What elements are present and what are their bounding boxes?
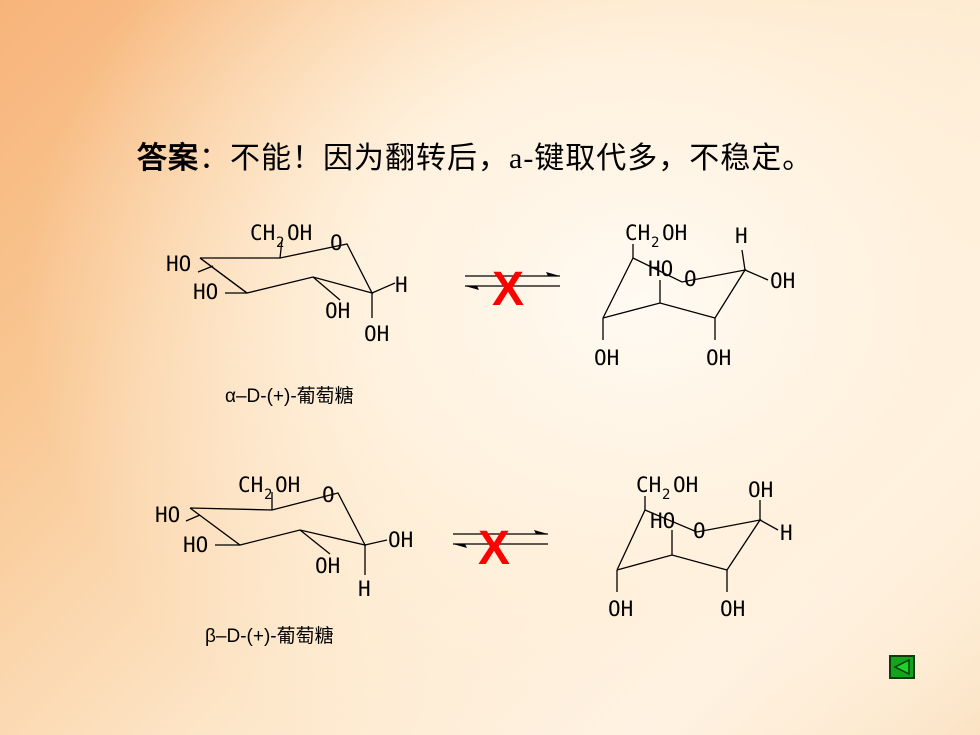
alpha-glucose-flipped-chair: CH 2 OH H HO O OH OH OH (594, 221, 795, 370)
oh-bottom-right-label: OH (706, 346, 731, 370)
oh-top-label: OH (748, 478, 773, 502)
alpha-glucose-chair: CH 2 OH O HO HO OH H OH α–D-(+)-葡萄糖 (166, 221, 408, 407)
equilibrium-arrows-2: X (453, 522, 548, 575)
oh-mid-label: OH (315, 554, 340, 578)
oh-down-label: OH (364, 322, 389, 346)
beta-glucose-chair: CH 2 OH O HO HO OH OH H β–D-(+)-葡萄糖 (155, 473, 413, 647)
ring-oxygen-label: O (330, 231, 343, 255)
ring-oxygen-label: O (322, 483, 335, 507)
ch2-label: CH (238, 473, 263, 497)
oh-right-label: OH (388, 528, 413, 552)
beta-glucose-caption: β–D-(+)-葡萄糖 (205, 625, 334, 647)
oh-bottom-left-label: OH (608, 597, 633, 621)
triangle-left-icon (893, 658, 910, 676)
oh-bottom-left-label: OH (594, 346, 619, 370)
ch2oh-oh-label: OH (673, 473, 698, 497)
headline: 答案：不能！因为翻转后，a-键取代多，不稳定。 (137, 133, 813, 177)
subscript-2: 2 (276, 235, 284, 251)
oh-mid-label: OH (325, 299, 350, 323)
h-right-label: H (780, 521, 793, 545)
ch2oh-oh-label: OH (275, 473, 300, 497)
headline-body: ：不能！因为翻转后，a-键取代多，不稳定。 (199, 142, 814, 175)
ring-oxygen-label: O (693, 519, 706, 543)
ch2-label: CH (250, 221, 275, 245)
oh-right-label: OH (770, 269, 795, 293)
blocked-cross-2: X (478, 522, 510, 575)
h-label: H (395, 273, 408, 297)
ch2oh-oh-label: OH (287, 221, 312, 245)
h-down-label: H (358, 577, 371, 601)
subscript-2: 2 (662, 487, 670, 503)
ch2-label: CH (625, 221, 650, 245)
ch2oh-oh-label: OH (662, 221, 687, 245)
ring-oxygen-label: O (684, 267, 697, 291)
ho-label-1: HO (166, 252, 191, 276)
ho-label-1: HO (155, 503, 180, 527)
ch2-label: CH (636, 473, 661, 497)
blocked-cross-1: X (492, 263, 524, 316)
subscript-2: 2 (651, 235, 659, 251)
ho-label: HO (650, 509, 675, 533)
back-button[interactable] (889, 655, 915, 679)
subscript-2: 2 (264, 487, 272, 503)
oh-bottom-right-label: OH (720, 597, 745, 621)
ho-label-2: HO (193, 280, 218, 304)
headline-prefix: 答案 (137, 142, 199, 175)
alpha-glucose-caption: α–D-(+)-葡萄糖 (225, 385, 354, 407)
ho-label: HO (648, 257, 673, 281)
h-top-label: H (735, 224, 748, 248)
beta-glucose-flipped-chair: CH 2 OH OH HO O H OH OH (608, 473, 793, 621)
ho-label-2: HO (183, 533, 208, 557)
equilibrium-arrows-1: X (465, 263, 560, 316)
